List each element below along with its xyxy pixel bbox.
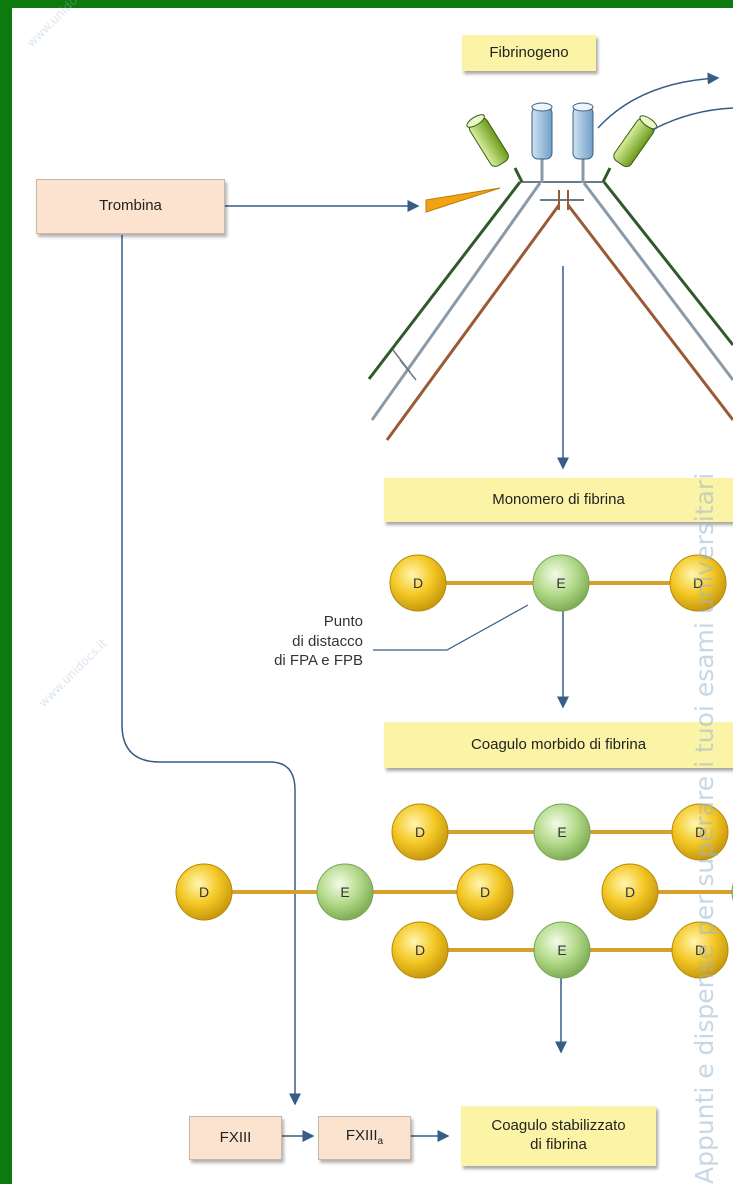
e-domain-ball: [316, 863, 374, 921]
fibrinogen-molecule: [367, 102, 733, 441]
cleavage-label-line1: Punto: [323, 613, 363, 630]
d-domain-ball: [671, 803, 729, 861]
soft-clot-label: Coagulo morbido di fibrina: [470, 735, 647, 753]
cleavage-site-label: Punto di distacco di FPA e FPB: [233, 612, 363, 671]
d-domain-ball: [389, 554, 447, 612]
d-domain-ball: [391, 803, 449, 861]
fxiiia-main: FXIII: [345, 1127, 378, 1145]
fibrinogen-label: Fibrinogeno: [489, 43, 569, 61]
cleavage-label-line3: di FPA e FPB: [274, 652, 363, 669]
e-domain-ball: [533, 803, 591, 861]
e-domain-label: E: [557, 942, 566, 958]
d-domain-label: D: [695, 824, 705, 840]
d-domain-label: D: [415, 942, 425, 958]
d-domain-label: D: [625, 884, 635, 900]
fibrin-monomer-box: Monomero di fibrina: [384, 478, 733, 522]
fibrinogen-box: Fibrinogeno: [462, 35, 596, 71]
d-domain-label: D: [415, 824, 425, 840]
d-domain-ball: [456, 863, 514, 921]
fxiiia-subscript: a: [377, 1136, 384, 1148]
d-domain-ball: [391, 921, 449, 979]
stable-clot-label-line2: di fibrina: [530, 1136, 587, 1153]
e-domain-ball: [533, 921, 591, 979]
d-domain-label: D: [480, 884, 490, 900]
fibrin-molecules: DEDDEDDEDDEDED: [175, 554, 733, 979]
d-domain-label: D: [695, 942, 705, 958]
d-domain-label: D: [693, 575, 703, 591]
fxiiia-box: FXIIIa: [318, 1116, 411, 1160]
stable-clot-box: Coagulo stabilizzato di fibrina: [461, 1106, 656, 1166]
vertical-watermark: Appunti e dispense per superare i tuoi e…: [690, 472, 719, 1184]
d-domain-ball: [669, 554, 727, 612]
d-domain-label: D: [413, 575, 423, 591]
soft-clot-box: Coagulo morbido di fibrina: [384, 722, 733, 768]
cleavage-label-line2: di distacco: [292, 632, 363, 650]
fibrin-monomer-label: Monomero di fibrina: [492, 490, 625, 508]
e-domain-label: E: [340, 884, 349, 900]
d-domain-ball: [175, 863, 233, 921]
d-domain-ball: [671, 921, 729, 979]
stable-clot-label-line1: Coagulo stabilizzato: [491, 1117, 626, 1135]
fxiiia-label: FXIIIa: [346, 1127, 383, 1149]
fxiii-label: FXIII: [219, 1128, 252, 1146]
fxiii-box: FXIII: [189, 1116, 282, 1160]
thrombin-box: Trombina: [36, 179, 225, 234]
e-domain-label: E: [556, 575, 565, 591]
e-domain-ball: [532, 554, 590, 612]
thrombin-label: Trombina: [99, 197, 162, 215]
e-domain-label: E: [557, 824, 566, 840]
d-domain-ball: [601, 863, 659, 921]
d-domain-label: D: [199, 884, 209, 900]
